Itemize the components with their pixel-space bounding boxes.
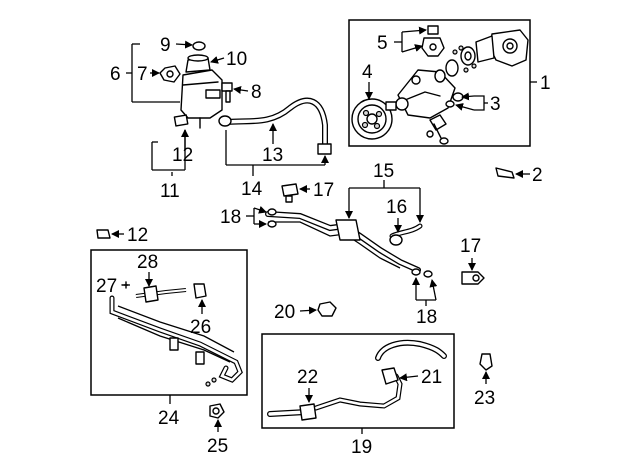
callout-9: 9 (160, 35, 171, 56)
callout-18-right: 18 (416, 307, 437, 328)
callout-17-right: 17 (460, 236, 481, 257)
callout-23: 23 (474, 388, 495, 409)
oil-cooler-assembly (109, 281, 243, 387)
callout-25: 25 (207, 436, 228, 457)
pressure-hose-section (218, 97, 332, 155)
callout-6: 6 (110, 64, 121, 85)
callout-19: 19 (351, 437, 372, 458)
callout-11: 11 (160, 181, 180, 202)
callout-2: 2 (532, 165, 543, 186)
mounting-bolt (495, 167, 515, 179)
callout-18-left: 18 (220, 207, 241, 228)
callout-26: 26 (190, 317, 211, 338)
hose-clip (479, 353, 493, 371)
callout-21: 21 (421, 367, 442, 388)
callout-12-upper: 12 (172, 145, 193, 166)
callout-16: 16 (386, 197, 407, 218)
callout-14: 14 (241, 179, 263, 200)
callout-10: 10 (226, 49, 247, 70)
callout-12-lower: 12 (127, 225, 148, 246)
callout-8: 8 (251, 82, 262, 103)
callout-22: 22 (297, 367, 318, 388)
callout-7: 7 (137, 64, 148, 85)
callout-15: 15 (373, 161, 394, 182)
nut (317, 301, 337, 317)
return-line-assembly (267, 339, 447, 421)
callout-20: 20 (274, 302, 295, 323)
leader-lines (111, 26, 537, 434)
callout-28: 28 (137, 252, 158, 273)
power-steering-pump (351, 25, 529, 145)
callout-27: 27 (96, 276, 117, 297)
pressure-line-assembly (265, 208, 433, 278)
callout-1: 1 (540, 73, 551, 94)
pump-assembly-box (348, 19, 531, 147)
cooler-assembly-box (90, 249, 248, 396)
callout-13: 13 (262, 145, 283, 166)
callout-24: 24 (158, 408, 180, 429)
callout-labels: 1 2 3 4 5 6 7 8 9 10 11 12 12 13 14 15 1… (96, 33, 551, 458)
union-bolts (281, 183, 485, 285)
supply-hose (96, 114, 189, 239)
callout-4: 4 (362, 62, 373, 83)
callout-17-upper: 17 (313, 180, 334, 201)
callout-5: 5 (377, 33, 388, 54)
hose-clamp (209, 403, 225, 419)
reservoir-assembly (159, 41, 233, 129)
callout-3: 3 (490, 94, 501, 115)
return-line-box (261, 333, 455, 429)
